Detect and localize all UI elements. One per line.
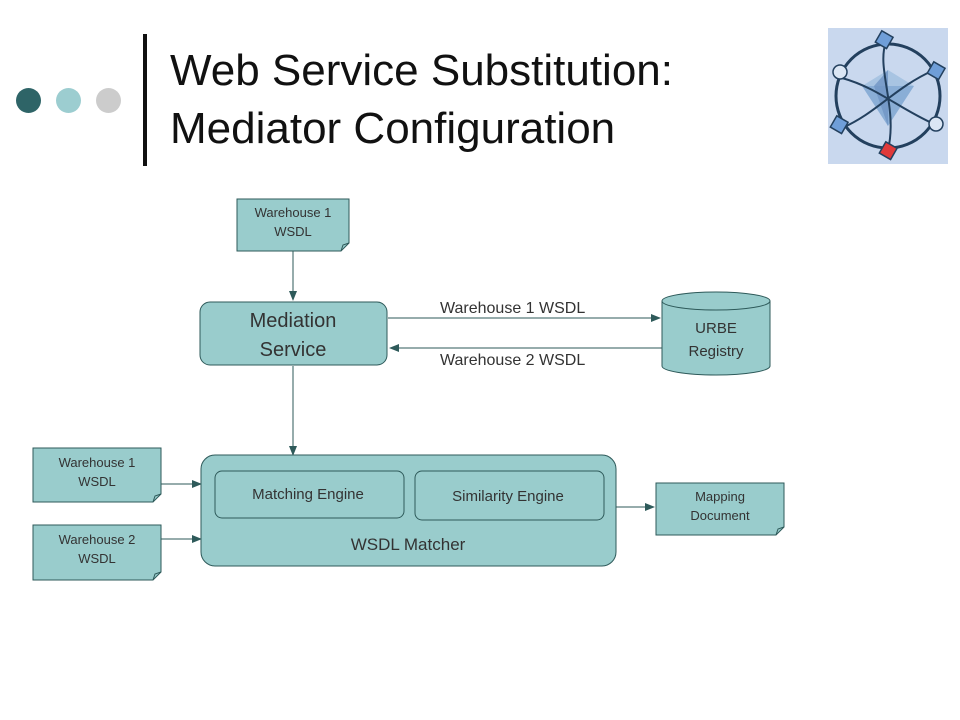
top-wsdl-label-2: WSDL — [274, 224, 312, 239]
project-logo — [828, 28, 948, 164]
title-divider — [143, 34, 147, 166]
input-wsdl-2-label-2: WSDL — [78, 551, 116, 566]
wsdl-matcher-label: WSDL Matcher — [351, 535, 466, 554]
mapping-document-label-1: Mapping — [695, 489, 745, 504]
mediation-service-label-1: Mediation — [250, 310, 337, 332]
arrow-label-from-registry: Warehouse 2 WSDL — [440, 352, 585, 369]
input-wsdl-2-label-1: Warehouse 2 — [59, 532, 136, 547]
slide-title-line-1: Web Service Substitution: — [170, 46, 673, 95]
decor-dot-gray — [96, 88, 121, 113]
input-wsdl-document-2 — [32, 524, 162, 581]
similarity-engine-box — [414, 470, 605, 521]
matching-engine-box — [214, 470, 405, 519]
input-wsdl-1-label-1: Warehouse 1 — [59, 455, 136, 470]
urbe-registry-cylinder — [661, 291, 771, 376]
matching-engine-label: Matching Engine — [252, 486, 364, 503]
top-wsdl-label-1: Warehouse 1 — [255, 205, 332, 220]
decor-dot-light — [56, 88, 81, 113]
mapping-document-label-2: Document — [690, 508, 750, 523]
decor-dot-dark — [16, 88, 41, 113]
input-wsdl-1-label-2: WSDL — [78, 474, 116, 489]
mediation-service-label-2: Service — [260, 339, 327, 361]
arrow-label-to-registry: Warehouse 1 WSDL — [440, 300, 585, 317]
input-wsdl-document-1 — [32, 447, 162, 503]
slide-title-line-2: Mediator Configuration — [170, 104, 616, 153]
registry-label-2: Registry — [688, 343, 744, 360]
mediation-service-box — [199, 301, 388, 366]
similarity-engine-label: Similarity Engine — [452, 488, 564, 505]
top-wsdl-document — [236, 198, 350, 252]
registry-label-1: URBE — [695, 320, 737, 337]
mapping-document — [655, 482, 785, 536]
